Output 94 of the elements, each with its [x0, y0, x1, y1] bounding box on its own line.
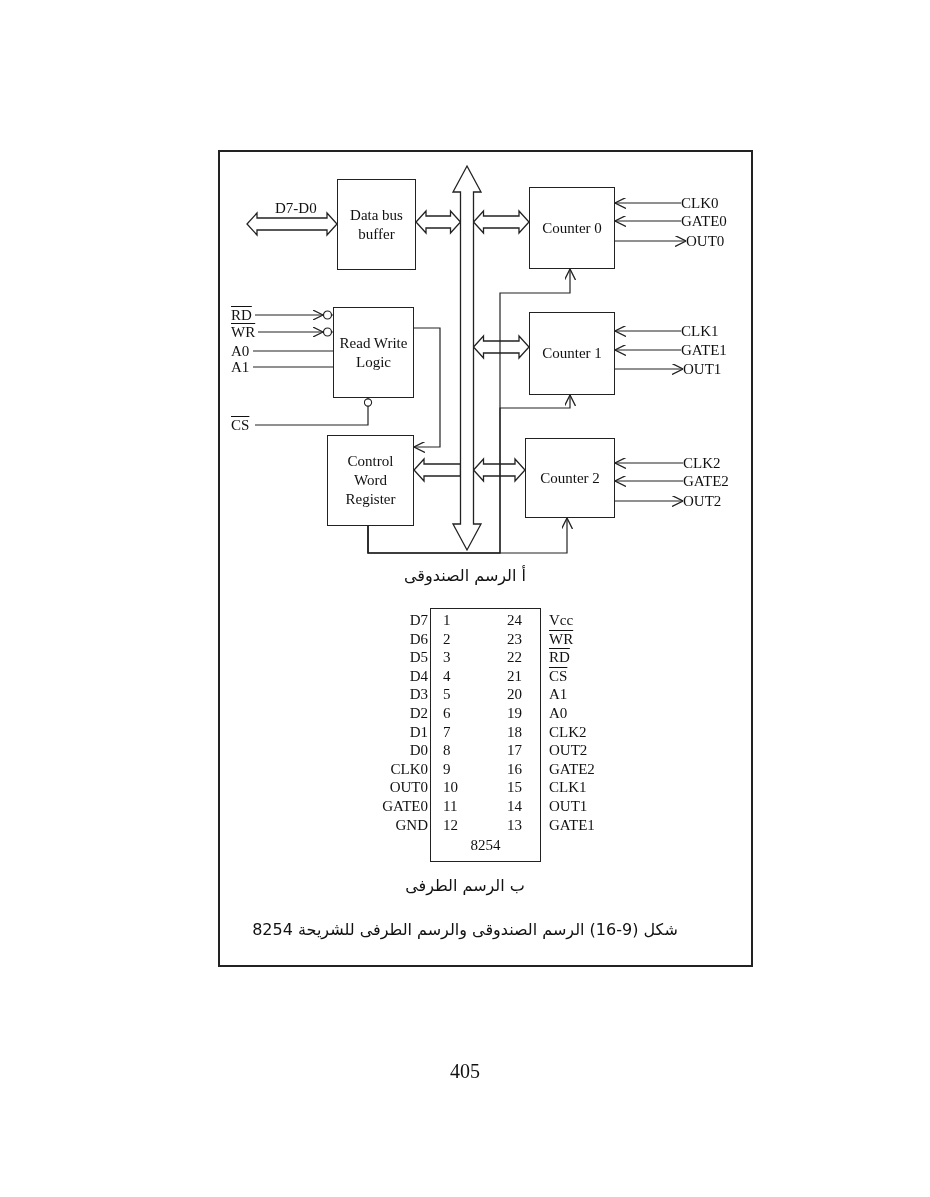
bus-arrow — [472, 457, 526, 483]
pin-number: 4 — [443, 667, 452, 685]
pin-number: 2 — [443, 630, 452, 648]
pin-number: 1 — [443, 612, 452, 629]
pin-name: D0 — [408, 742, 428, 760]
pin-name: D6 — [408, 630, 428, 648]
bus-arrow — [415, 209, 462, 235]
pin-name: WR — [549, 630, 575, 648]
connector-line — [252, 366, 334, 368]
signal-label: RD — [231, 307, 255, 323]
arrow — [614, 343, 682, 357]
pin-number: 24 — [506, 612, 522, 629]
arrow — [614, 474, 684, 488]
signal-label: GATE2 — [683, 473, 743, 489]
signal-label: CLK1 — [681, 323, 741, 339]
pin-number: 18 — [506, 723, 522, 741]
block-box: Read Write Logic — [333, 307, 414, 398]
pin-number: 14 — [506, 798, 522, 815]
pin-name: RD — [549, 649, 571, 667]
pin-number: 7 — [443, 723, 452, 741]
signal-label: A1 — [231, 359, 253, 375]
pin-number: 3 — [443, 649, 452, 667]
pin-name: OUT1 — [549, 798, 589, 815]
arrow — [367, 517, 574, 554]
arrow — [614, 234, 687, 248]
page-number: 405 — [450, 1060, 480, 1082]
pin-name: OUT0 — [388, 779, 428, 797]
pin-number: 11 — [443, 798, 459, 815]
pin-name: GATE2 — [549, 760, 596, 778]
pin-number: 12 — [443, 816, 459, 834]
arrow — [413, 327, 441, 454]
arrow — [614, 362, 684, 376]
pin-name: A1 — [549, 686, 569, 704]
signal-label: CS — [231, 417, 255, 433]
pin-name: GATE1 — [549, 816, 596, 834]
arrow — [614, 196, 682, 210]
signal-label: A0 — [231, 343, 253, 359]
pin-number: 9 — [443, 760, 452, 778]
bus-arrow — [413, 457, 462, 483]
pin-number: 17 — [506, 742, 522, 760]
arrow — [257, 326, 334, 338]
block-box: Counter 1 — [529, 312, 615, 395]
pin-name: D4 — [408, 667, 428, 685]
block-box: Counter 0 — [529, 187, 615, 269]
bus-arrow — [472, 209, 530, 235]
signal-label: GATE1 — [681, 342, 741, 358]
pin-name: CLK0 — [389, 760, 428, 778]
bus-arrow — [472, 334, 530, 360]
figure-caption: شكل (9-16) الرسم الصندوقى والرسم الطرفى للشريحة 8254 — [252, 920, 678, 939]
arrow — [614, 494, 684, 508]
pin-number: 21 — [506, 667, 522, 685]
signal-label: CLK0 — [681, 195, 741, 211]
pin-name: CLK2 — [549, 723, 588, 741]
pin-name: GATE0 — [381, 798, 428, 815]
signal-label: OUT0 — [686, 233, 746, 249]
pin-name: D2 — [408, 705, 428, 722]
connector-line — [252, 350, 334, 352]
pin-name: D7 — [408, 612, 428, 629]
pin-name: GND — [394, 816, 428, 834]
arrow — [614, 214, 682, 228]
pin-number: 8 — [443, 742, 452, 760]
pin-name: D3 — [408, 686, 428, 704]
block-box: Counter 2 — [525, 438, 615, 518]
signal-label: OUT2 — [683, 493, 743, 509]
signal-label: GATE0 — [681, 213, 741, 229]
arrow — [614, 324, 682, 338]
pin-number: 19 — [506, 705, 522, 722]
pin-name: D1 — [408, 723, 428, 741]
pin-name: D5 — [408, 649, 428, 667]
pin-name: A0 — [549, 705, 569, 722]
signal-label: CLK2 — [683, 455, 743, 471]
pin-name: CLK1 — [549, 779, 588, 797]
sub-caption: أ الرسم الصندوقى — [404, 566, 526, 585]
pin-name: OUT2 — [549, 742, 589, 760]
block-box: Data bus buffer — [337, 179, 416, 270]
pin-number: 20 — [506, 686, 522, 704]
pin-name: Vcc — [549, 612, 575, 629]
bus-arrow — [246, 211, 338, 237]
pin-number: 23 — [506, 630, 522, 648]
edge-label: D7-D0 — [274, 200, 318, 216]
pin-name: CS — [549, 667, 569, 685]
signal-label: OUT1 — [683, 361, 743, 377]
pin-number: 13 — [506, 816, 522, 834]
pin-number: 15 — [506, 779, 522, 797]
pin-number: 10 — [443, 779, 459, 797]
signal-label: WR — [231, 324, 258, 340]
pin-number: 16 — [506, 760, 522, 778]
arrow — [614, 456, 684, 470]
arrow — [254, 309, 334, 321]
pin-number: 5 — [443, 686, 452, 704]
pin-number: 22 — [506, 649, 522, 667]
block-box: Control Word Register — [327, 435, 414, 526]
sub-caption: ب الرسم الطرفى — [405, 876, 525, 895]
pin-number: 6 — [443, 705, 452, 722]
